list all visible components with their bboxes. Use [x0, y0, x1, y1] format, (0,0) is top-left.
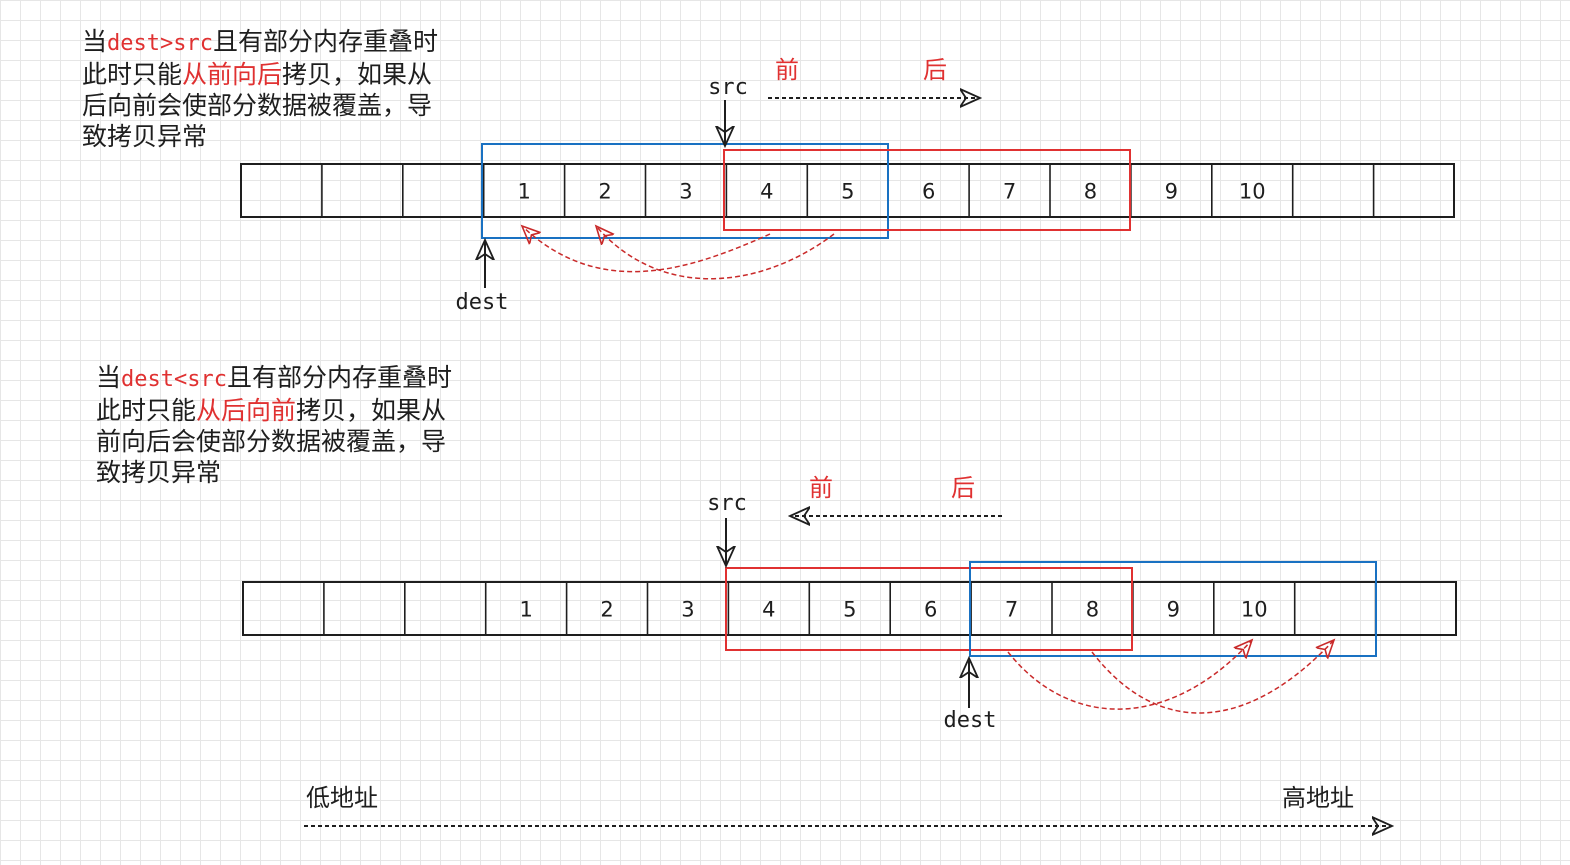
cell-label: 4 — [760, 180, 773, 204]
dest-region-box-2 — [969, 561, 1377, 657]
back-label-2: 后 — [951, 474, 975, 502]
note2-line3: 前向后会使部分数据被覆盖，导 — [96, 427, 447, 456]
src-label-2: src — [707, 491, 747, 516]
address-axis: 低地址 高地址 — [304, 784, 1392, 826]
dest-label-1: dest — [456, 290, 509, 315]
note1-line2-suffix: 拷贝，如果从 — [282, 60, 433, 89]
cell-label: 3 — [679, 180, 692, 204]
cell-label: 6 — [922, 180, 935, 204]
copy-arc-4-to-1 — [522, 226, 771, 273]
note1-line2-highlight: 从前向后 — [182, 60, 283, 89]
copy-arc-5-to-2 — [596, 226, 835, 280]
memory-strip-2 — [242, 581, 1457, 636]
cell-label: 10 — [1241, 598, 1268, 622]
dest-region-box-1 — [481, 143, 889, 239]
cell-label: 1 — [519, 598, 532, 622]
note2-line4: 致拷贝异常 — [96, 458, 222, 487]
diagram-1: 1 2 3 4 5 6 7 8 9 10 src dest 前 后 — [240, 56, 1455, 315]
memory-cells-1: 1 2 3 4 5 6 7 8 9 10 — [321, 164, 1375, 217]
note1-line1-prefix: 当 — [82, 27, 108, 56]
note2-line1-prefix: 当 — [96, 363, 122, 392]
note-dest-greater-than-src: 当dest>src且有部分内存重叠时此时只能从前向后拷贝，如果从后向前会使部分数… — [82, 26, 482, 152]
note1-line3: 后向前会使部分数据被覆盖，导 — [82, 91, 433, 120]
cell-label: 4 — [762, 598, 775, 622]
cell-label: 2 — [600, 598, 613, 622]
note2-line2-highlight: 从后向前 — [196, 396, 297, 425]
cell-label: 9 — [1165, 180, 1178, 204]
cell-label: 7 — [1003, 180, 1016, 204]
dest-label-2: dest — [944, 708, 997, 733]
note1-line2-prefix: 此时只能 — [82, 60, 183, 89]
src-label-1: src — [708, 75, 748, 100]
low-address-label: 低地址 — [306, 784, 378, 812]
note1-line1-suffix: 且有部分内存重叠时 — [212, 27, 438, 56]
cell-label: 9 — [1167, 598, 1180, 622]
cell-label: 5 — [843, 598, 856, 622]
copy-arc-7-to-10 — [1007, 640, 1252, 710]
cell-label: 3 — [681, 598, 694, 622]
note-dest-less-than-src: 当dest<src且有部分内存重叠时此时只能从后向前拷贝，如果从前向后会使部分数… — [96, 362, 496, 488]
front-label-2: 前 — [809, 474, 833, 502]
note2-line1-suffix: 且有部分内存重叠时 — [226, 363, 452, 392]
note2-line2-prefix: 此时只能 — [96, 396, 197, 425]
src-region-box-2 — [725, 567, 1133, 651]
cell-label: 2 — [598, 180, 611, 204]
copy-arc-8-to-11 — [1091, 640, 1334, 714]
memory-cells-2: 1 2 3 4 5 6 7 8 9 10 — [323, 582, 1377, 635]
high-address-label: 高地址 — [1282, 784, 1354, 812]
cell-label: 5 — [841, 180, 854, 204]
cell-label: 8 — [1084, 180, 1097, 204]
note2-line2-suffix: 拷贝，如果从 — [296, 396, 447, 425]
cell-label: 8 — [1086, 598, 1099, 622]
diagram-2: 1 2 3 4 5 6 7 8 9 10 src dest 前 后 — [242, 474, 1457, 733]
cell-label: 1 — [517, 180, 530, 204]
cell-label: 10 — [1239, 180, 1266, 204]
cell-label: 7 — [1005, 598, 1018, 622]
front-label-1: 前 — [775, 56, 799, 84]
src-region-box-1 — [723, 149, 1131, 231]
cell-label: 6 — [924, 598, 937, 622]
back-label-1: 后 — [923, 56, 947, 84]
note1-line4: 致拷贝异常 — [82, 122, 208, 151]
note2-line1-code: dest<src — [121, 367, 227, 392]
memory-strip-1 — [240, 163, 1455, 218]
note1-line1-code: dest>src — [107, 31, 213, 56]
